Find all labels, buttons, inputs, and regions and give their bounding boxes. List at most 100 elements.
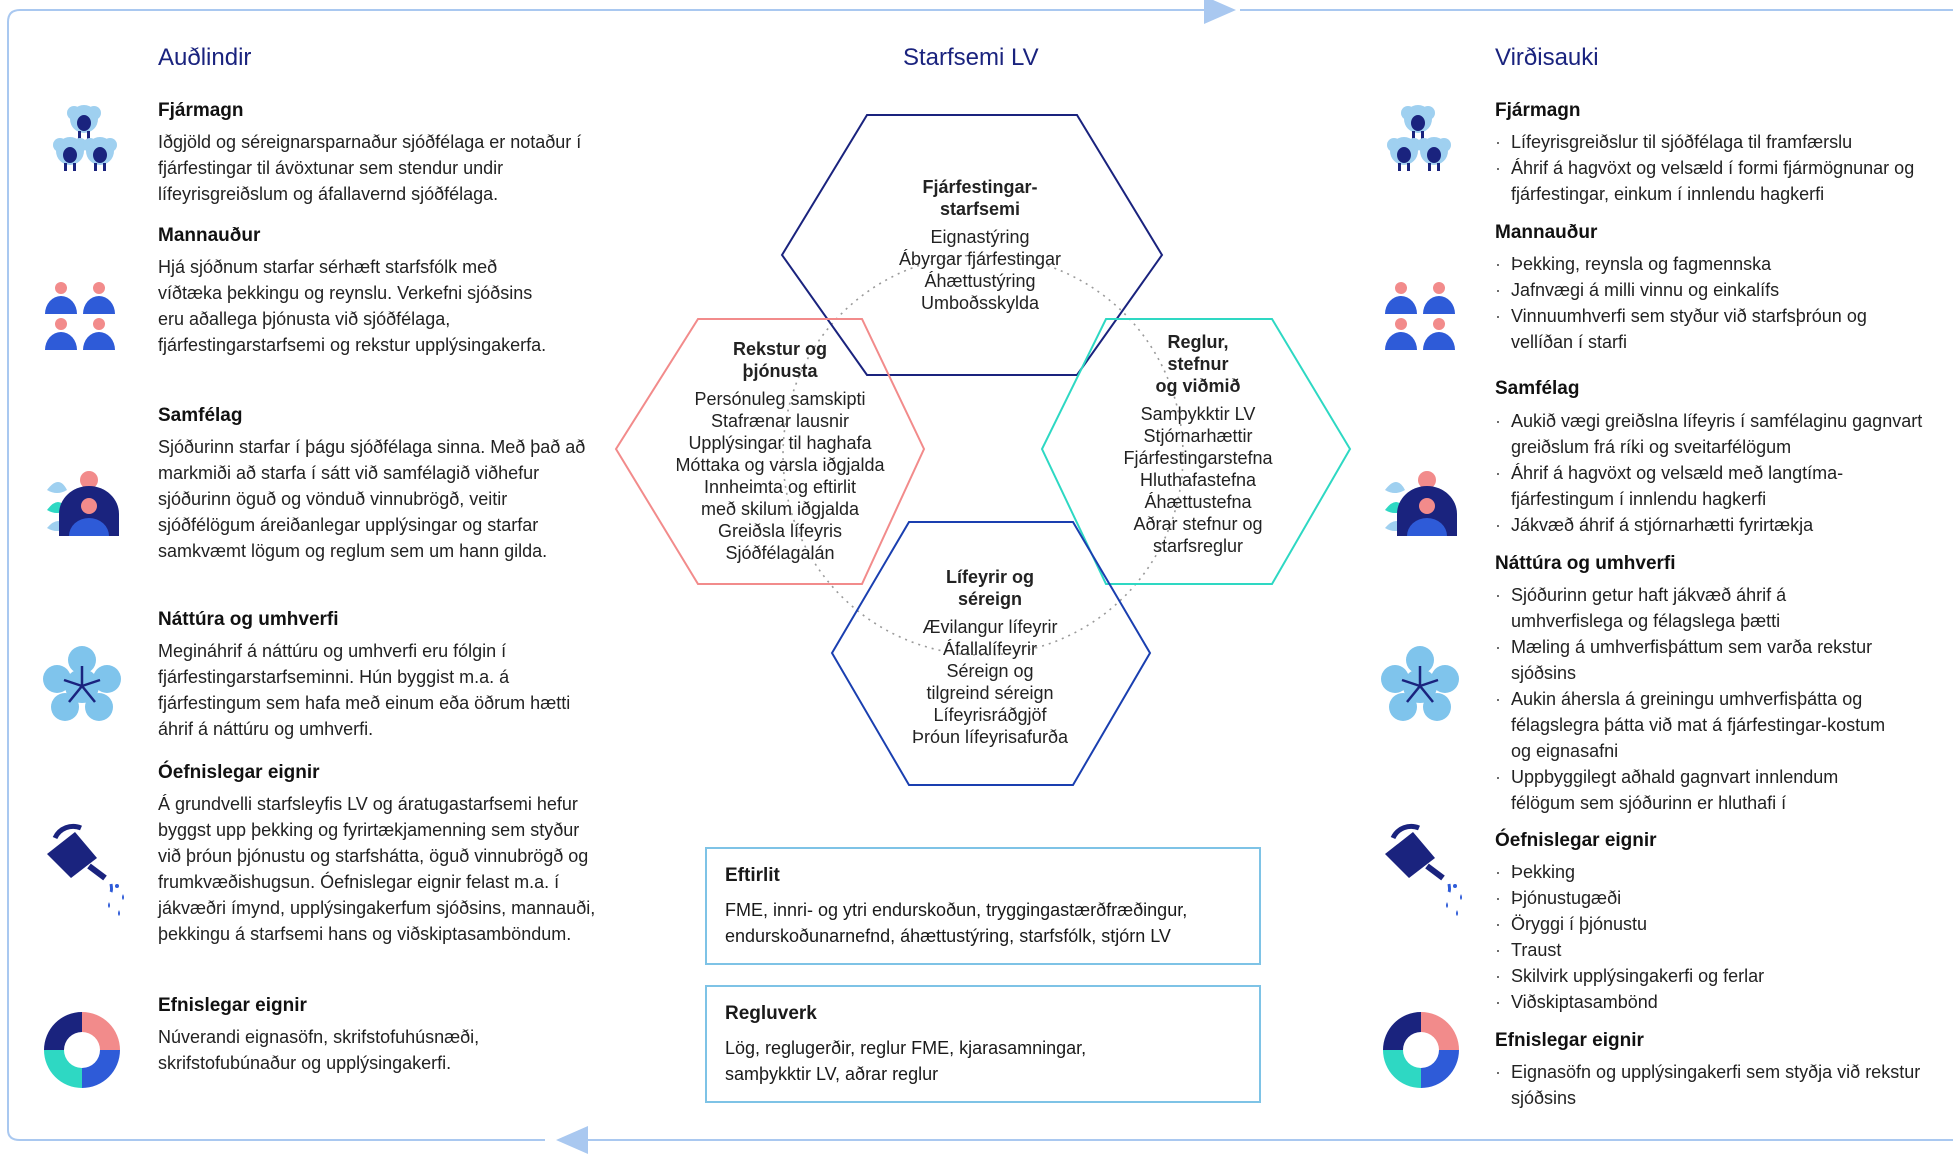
left-text-nattura: Megináhrif á náttúru og umhverfi eru fól… <box>158 641 571 739</box>
hex-item: Ábyrgar fjárfestingar <box>898 249 1062 269</box>
right-title-oefnislegar: Óefnislegar eignir <box>1495 830 1657 851</box>
list-item: Uppbyggilegt aðhald gagnvart innlendum f… <box>1495 764 1891 816</box>
left-title-mannaudur: Mannauður <box>158 225 261 246</box>
right-list-fjarmagn: Lífeyrisgreiðslur til sjóðfélaga til fra… <box>1495 129 1945 207</box>
list-item: Þekking, reynsla og fagmennska <box>1495 251 1935 277</box>
list-item: Áhrif á hagvöxt og velsæld með langtíma-… <box>1495 460 1911 512</box>
hex-item: Umboðsskylda <box>920 293 1040 313</box>
people-icon <box>1385 282 1455 350</box>
hex-item: Stafrænar lausnir <box>710 411 850 431</box>
list-item: Traust <box>1495 937 1935 963</box>
hex-pension-title: Lífeyrir og séreign <box>945 567 1034 609</box>
flow-arrow-bottom <box>556 1126 588 1154</box>
hex-rules-text: Reglur, stefnur og viðmið Samþykktir LV … <box>1078 331 1318 557</box>
hexagon-investment <box>780 114 1164 376</box>
list-item: Viðskiptasambönd <box>1495 989 1935 1015</box>
hex-operations-title: Rekstur og þjónusta <box>732 339 828 381</box>
hex-investment-title: Fjárfestingar- starfsemi <box>922 177 1038 219</box>
sheep-icon <box>1387 105 1451 171</box>
flower-icon <box>1379 644 1461 723</box>
hex-item: Ævilangur lífeyrir <box>922 617 1058 637</box>
hex-item: tilgreind séreign <box>926 683 1054 703</box>
donut-icon <box>1383 1012 1459 1088</box>
list-item: Sjóðurinn getur haft jákvæð áhrif á umhv… <box>1495 582 1851 634</box>
hex-item: Áfallalífeyrir <box>942 639 1038 659</box>
list-item: Mæling á umhverfisþáttum sem varða rekst… <box>1495 634 1881 686</box>
left-title-efnislegar: Efnislegar eignir <box>158 995 307 1016</box>
hex-item: Aðrar stefnur og <box>1133 514 1263 534</box>
list-item: Þekking <box>1495 859 1935 885</box>
hex-item: Hluthafastefna <box>1139 470 1257 490</box>
left-title-oefnislegar: Óefnislegar eignir <box>158 762 320 783</box>
list-item: Aukin áhersla á greiningu umhverfisþátta… <box>1495 686 1905 764</box>
community-icon <box>1385 471 1457 536</box>
left-title-nattura: Náttúra og umhverfi <box>158 609 339 630</box>
hex-item: Stjórnarhættir <box>1143 426 1253 446</box>
hex-item: Greiðsla lífeyris <box>717 521 843 541</box>
hex-item: Þróun lífeyrisafurða <box>911 727 1069 747</box>
list-item: Öryggi í þjónustu <box>1495 911 1935 937</box>
right-title-nattura: Náttúra og umhverfi <box>1495 553 1676 574</box>
list-item: Þjónustugæði <box>1495 885 1935 911</box>
hex-item: Eignastýring <box>930 227 1030 247</box>
left-title-fjarmagn: Fjármagn <box>158 100 244 121</box>
right-title-samfelag: Samfélag <box>1495 378 1580 399</box>
hexagon-operations <box>614 318 926 585</box>
left-text-fjarmagn: Iðgjöld og séreignarsparnaður sjóðfélaga… <box>158 132 582 204</box>
hex-item: Innheimta og eftirlit <box>703 477 857 497</box>
box-regluverk-text: Lög, reglugerðir, reglur FME, kjarasamni… <box>725 1038 1087 1084</box>
hex-item: Fjárfestingarstefna <box>1123 448 1273 468</box>
list-item: Jafnvægi á milli vinnu og einkalífs <box>1495 277 1935 303</box>
list-item: Skilvirk upplýsingakerfi og ferlar <box>1495 963 1935 989</box>
hex-item: Áhættustefna <box>1144 492 1252 512</box>
right-list-samfelag: Aukið vægi greiðslna lífeyris í samfélag… <box>1495 408 1945 538</box>
hex-pension-text: Lífeyrir og séreign Ævilangur lífeyrir Á… <box>870 566 1110 748</box>
box-regluverk-title: Regluverk <box>725 1003 817 1024</box>
center-column-title: Starfsemi LV <box>903 44 1039 71</box>
box-eftirlit-title: Eftirlit <box>725 865 780 886</box>
left-text-samfelag: Sjóðurinn starfar í þágu sjóðfélaga sinn… <box>158 437 586 561</box>
flow-arrow-top <box>1204 0 1236 24</box>
right-title-efnislegar: Efnislegar eignir <box>1495 1030 1644 1051</box>
hex-item: Sjóðfélagalán <box>725 543 835 563</box>
right-title-mannaudur: Mannauður <box>1495 222 1598 243</box>
left-text-mannaudur: Hjá sjóðnum starfar sérhæft starfsfólk m… <box>158 257 547 355</box>
right-column-title: Virðisauki <box>1495 44 1599 71</box>
hex-rules-title: Reglur, stefnur og viðmið <box>1155 332 1241 396</box>
list-item: Jákvæð áhrif á stjórnarhætti fyrirtækja <box>1495 512 1945 538</box>
list-item: Lífeyrisgreiðslur til sjóðfélaga til fra… <box>1495 129 1945 155</box>
dotted-ring <box>782 254 1184 656</box>
hex-item: Lífeyrisráðgjöf <box>933 705 1047 725</box>
left-title-samfelag: Samfélag <box>158 405 243 426</box>
right-list-nattura: Sjóðurinn getur haft jákvæð áhrif á umhv… <box>1495 582 1905 816</box>
left-text-oefnislegar: Á grundvelli starfsleyfis LV og áratugas… <box>158 794 596 944</box>
left-column-title: Auðlindir <box>158 44 252 71</box>
hex-item: starfsreglur <box>1152 536 1244 556</box>
list-item: Áhrif á hagvöxt og velsæld í formi fjárm… <box>1495 155 1945 207</box>
left-text-efnislegar: Núverandi eignasöfn, skrifstofuhúsnæði, … <box>158 1027 480 1073</box>
hex-item: Persónuleg samskipti <box>694 389 866 409</box>
box-eftirlit: Eftirlit FME, innri- og ytri endurskoðun… <box>705 847 1261 965</box>
right-list-efnislegar: Eignasöfn og upplýsingakerfi sem styðja … <box>1495 1059 1925 1111</box>
list-item: Aukið vægi greiðslna lífeyris í samfélag… <box>1495 408 1945 460</box>
hex-item: Áhættustýring <box>924 271 1036 291</box>
right-list-mannaudur: Þekking, reynsla og fagmennska Jafnvægi … <box>1495 251 1935 355</box>
list-item: Vinnuumhverfi sem styður við starfsþróun… <box>1495 303 1881 355</box>
hexagon-pension <box>830 521 1152 786</box>
hex-item: með skilum iðgjalda <box>700 499 860 519</box>
hex-item: Móttaka og varsla iðgjalda <box>675 455 885 475</box>
hexagon-rules <box>1040 318 1352 585</box>
right-list-oefnislegar: Þekking Þjónustugæði Öryggi í þjónustu T… <box>1495 859 1935 1015</box>
right-title-fjarmagn: Fjármagn <box>1495 100 1581 121</box>
hex-operations-text: Rekstur og þjónusta Persónuleg samskipti… <box>660 338 900 564</box>
hex-item: Upplýsingar til haghafa <box>688 433 872 453</box>
hex-item: Samþykktir LV <box>1140 404 1256 424</box>
watering-can-icon <box>1383 824 1468 919</box>
list-item: Eignasöfn og upplýsingakerfi sem styðja … <box>1495 1059 1925 1111</box>
hex-item: Séreign og <box>946 661 1034 681</box>
hex-investment-text: Fjárfestingar- starfsemi Eignastýring Áb… <box>870 176 1090 314</box>
box-regluverk: Regluverk Lög, reglugerðir, reglur FME, … <box>705 985 1261 1103</box>
box-eftirlit-text: FME, innri- og ytri endurskoðun, tryggin… <box>725 900 1188 946</box>
